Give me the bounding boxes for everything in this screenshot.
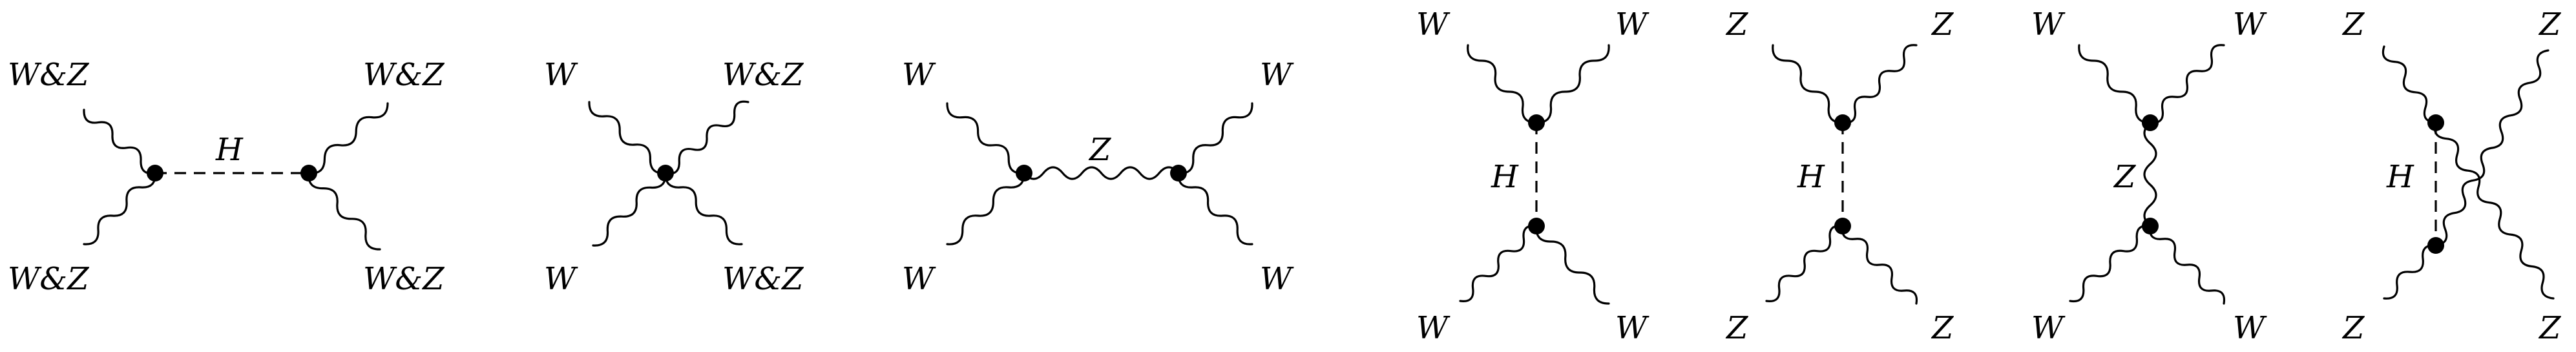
vertex — [147, 165, 163, 181]
label-external: W — [2031, 310, 2066, 346]
label-external: Z — [2538, 6, 2562, 43]
vertex — [1834, 114, 1851, 131]
wavy-line — [83, 172, 156, 245]
label-external: W — [544, 57, 578, 93]
wavy-line — [1765, 225, 1844, 302]
label-propagator: Z — [1088, 132, 1112, 168]
wavy-line — [308, 172, 381, 251]
label-external: W — [1615, 310, 1649, 346]
label-external: W — [1260, 57, 1294, 93]
label-external: W — [902, 57, 936, 93]
wavy-line — [2383, 244, 2437, 300]
label-external: W — [1260, 261, 1294, 297]
label-propagator: H — [1491, 159, 1519, 195]
wavy-line — [2148, 225, 2226, 305]
vertex — [1528, 218, 1545, 234]
vertex — [2427, 114, 2444, 131]
wavy-line — [1535, 44, 1610, 124]
wavy-line — [2069, 224, 2152, 303]
wavy-line — [946, 102, 1025, 174]
vertex — [657, 165, 674, 181]
wavy-line — [946, 172, 1025, 245]
vertex — [2427, 237, 2444, 254]
z-propagator — [1023, 166, 1180, 180]
wavy-line — [2382, 45, 2437, 124]
label-external: W — [902, 261, 936, 297]
label-external: W&Z — [363, 261, 445, 297]
z-propagator — [2143, 121, 2157, 227]
wavy-line — [592, 172, 667, 247]
wavy-line — [308, 102, 389, 174]
vertex — [300, 165, 317, 181]
wavy-line — [83, 109, 156, 175]
label-external: W — [2233, 6, 2267, 43]
label-propagator: H — [2386, 159, 2414, 195]
diagram-u-channel-higgs: H Z Z Z Z — [2341, 6, 2562, 346]
diagram-s-channel-z: Z W W W W — [902, 57, 1294, 297]
wavy-line — [2435, 49, 2550, 247]
label-external: W — [1416, 310, 1450, 346]
label-propagator: Z — [2113, 159, 2137, 195]
wavy-line — [1841, 225, 1918, 305]
diagram-s-channel-higgs: H W&Z W&Z W&Z W&Z — [8, 57, 445, 297]
label-external: Z — [1931, 6, 1954, 43]
label-external: Z — [1725, 6, 1749, 43]
wavy-line — [1177, 102, 1253, 174]
label-propagator: H — [1797, 159, 1825, 195]
label-external: W — [1615, 6, 1649, 43]
vertex — [1016, 165, 1032, 181]
wavy-line — [1177, 172, 1253, 245]
wavy-line — [1772, 44, 1844, 124]
vertex — [1170, 165, 1187, 181]
diagram-t-channel-higgs-ww: H W W W W — [1416, 6, 1649, 346]
vertex — [2142, 114, 2159, 131]
wavy-line — [1535, 225, 1610, 305]
label-external: Z — [2538, 310, 2562, 346]
label-external: Z — [1725, 310, 1749, 346]
label-external: Z — [2341, 310, 2365, 346]
wavy-line — [1459, 225, 1538, 302]
wavy-line — [2149, 44, 2225, 124]
label-external: W&Z — [722, 57, 804, 93]
wavy-line — [588, 101, 667, 174]
label-propagator: H — [215, 132, 244, 168]
label-external: Z — [2341, 6, 2365, 43]
wavy-line — [2433, 121, 2555, 300]
wavy-line — [1467, 44, 1538, 124]
vertex — [2142, 218, 2159, 234]
label-external: W&Z — [722, 261, 804, 297]
diagram-contact: W W W&Z W&Z — [544, 57, 804, 297]
label-external: W&Z — [8, 57, 90, 93]
label-external: W — [1416, 6, 1450, 43]
diagram-t-channel-z: Z W W W W — [2031, 6, 2267, 346]
wavy-line — [1841, 44, 1918, 124]
vertex — [1834, 218, 1851, 234]
label-external: W&Z — [8, 261, 90, 297]
label-external: W&Z — [363, 57, 445, 93]
diagram-t-channel-higgs-zz: H Z Z Z Z — [1725, 6, 1954, 346]
label-external: W — [2233, 310, 2267, 346]
label-external: W — [544, 261, 578, 297]
vertex — [1528, 114, 1545, 131]
wavy-line — [664, 172, 743, 245]
wavy-line — [2078, 44, 2152, 124]
label-external: Z — [1931, 310, 1954, 346]
wavy-line — [664, 100, 749, 175]
label-external: W — [2031, 6, 2066, 43]
